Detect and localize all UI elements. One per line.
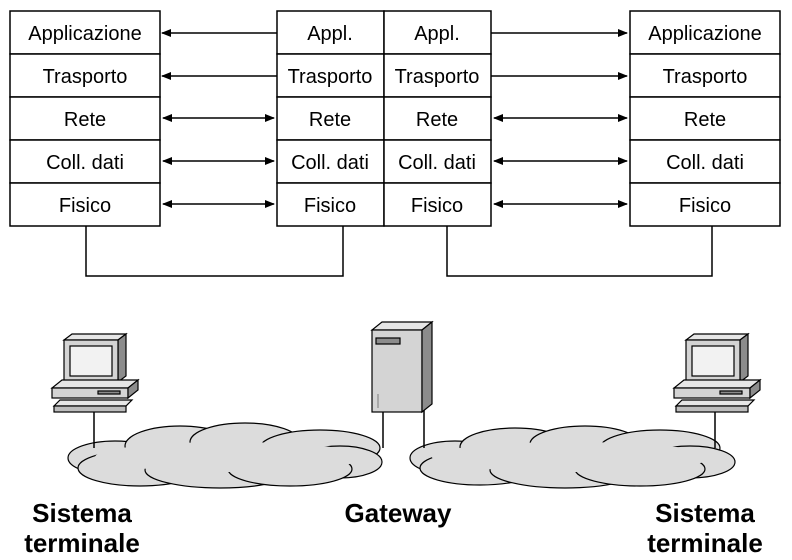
right-layer-label: Trasporto — [663, 66, 748, 88]
left-layer-transport — [9, 53, 161, 98]
left-layer-label: Coll. dati — [46, 152, 124, 174]
gateway-left-layer-network — [276, 96, 385, 141]
gateway-left-layer-label: Appl. — [307, 23, 353, 45]
gateway-left-layer-label: Fisico — [304, 195, 356, 217]
left-layer-label: Applicazione — [28, 23, 141, 45]
left-host-label-line1: Sistema — [32, 498, 132, 528]
gateway-right-layer-label: Coll. dati — [398, 152, 476, 174]
server-tower-icon — [370, 320, 434, 414]
right-layer-network — [629, 96, 781, 141]
right-peer-arrows — [491, 29, 628, 208]
desktop-computer-icon — [50, 332, 140, 413]
gateway-right-layer-label: Trasporto — [395, 66, 480, 88]
gateway-left-layer-physical — [276, 182, 385, 227]
right-host-label-line1: Sistema — [655, 498, 755, 528]
right-layer-application — [629, 10, 781, 55]
left-layer-label: Rete — [64, 109, 106, 131]
right-layer-label: Applicazione — [648, 23, 761, 45]
right-layer-label: Fisico — [679, 195, 731, 217]
left-layer-label: Trasporto — [43, 66, 128, 88]
right-layer-datalink — [629, 139, 781, 184]
gateway-right-layer-label: Fisico — [411, 195, 463, 217]
gateway-right-layer-label: Rete — [416, 109, 458, 131]
right-layer-label: Rete — [684, 109, 726, 131]
gateway-right-protocol-stack: Appl. Trasporto Rete Coll. dati Fisico — [383, 10, 492, 227]
gateway-right-layer-transport — [383, 53, 492, 98]
gateway-right-layer-label: Appl. — [414, 23, 460, 45]
left-layer-application — [9, 10, 161, 55]
right-host-label-line2: terminale — [647, 528, 763, 558]
right-layer-transport — [629, 53, 781, 98]
right-layer-physical — [629, 182, 781, 227]
left-layer-physical — [9, 182, 161, 227]
gateway-left-layer-label: Trasporto — [288, 66, 373, 88]
gateway-left-layer-label: Coll. dati — [291, 152, 369, 174]
left-layer-label: Fisico — [59, 195, 111, 217]
gateway-right-layer-datalink — [383, 139, 492, 184]
physical-link-left — [85, 226, 344, 277]
desktop-computer-icon — [672, 332, 762, 413]
gateway-right-layer-physical — [383, 182, 492, 227]
right-layer-label: Coll. dati — [666, 152, 744, 174]
gateway-left-layer-label: Rete — [309, 109, 351, 131]
left-peer-arrows — [161, 29, 277, 208]
gateway-left-protocol-stack: Appl. Trasporto Rete Coll. dati Fisico — [276, 10, 385, 227]
gateway-label: Gateway — [345, 498, 452, 528]
left-host-label-line2: terminale — [24, 528, 140, 558]
left-layer-datalink — [9, 139, 161, 184]
left-protocol-stack: Applicazione Trasporto Rete Coll. dati F… — [9, 10, 161, 227]
physical-link-right — [446, 226, 713, 277]
right-protocol-stack: Applicazione Trasporto Rete Coll. dati F… — [629, 10, 781, 227]
